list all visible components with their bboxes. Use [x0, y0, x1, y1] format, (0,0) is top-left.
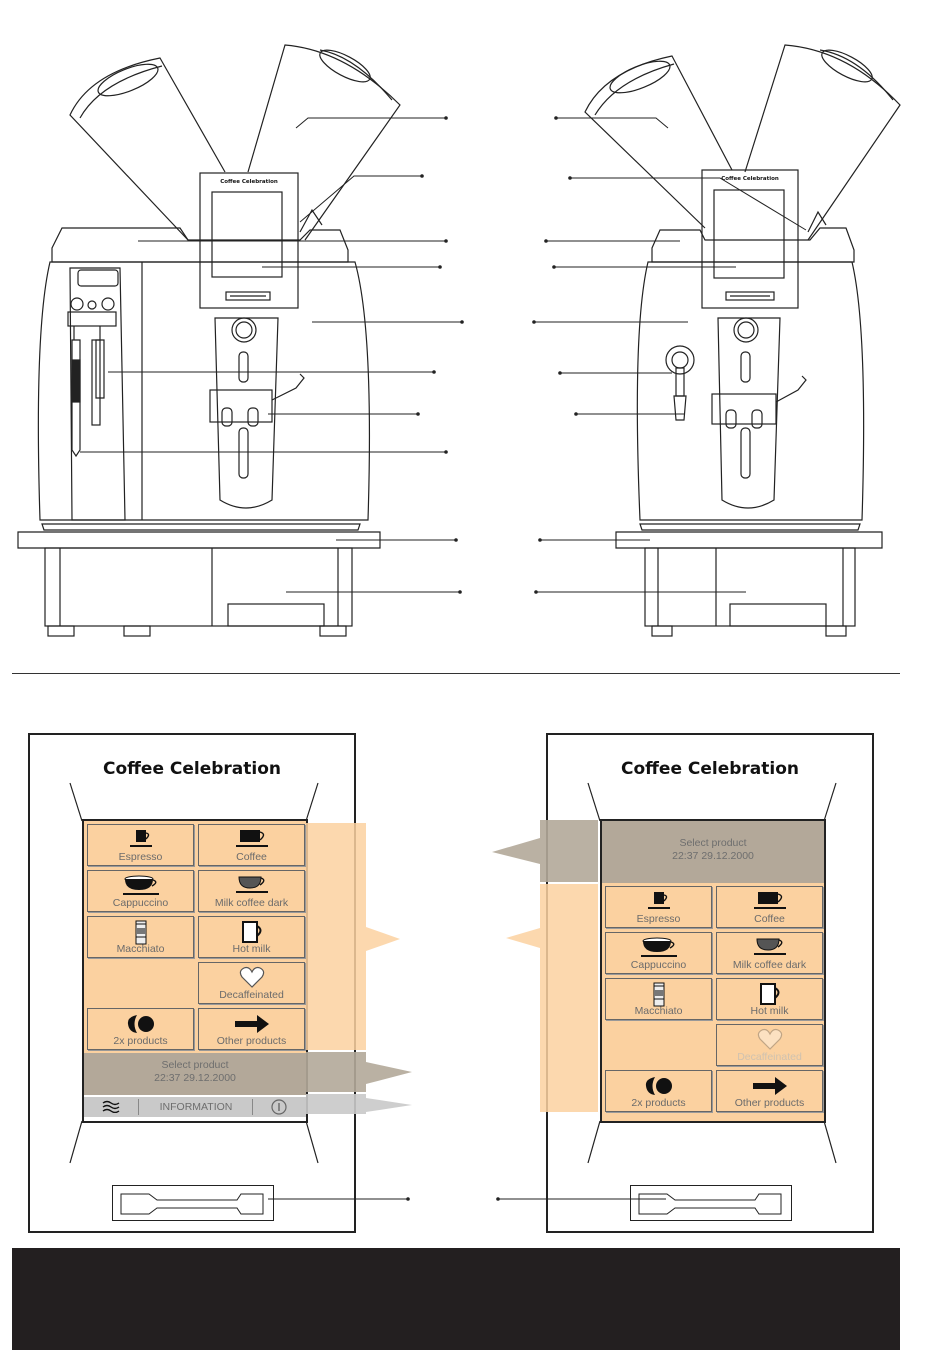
- hot-milk-button[interactable]: Hot milk: [198, 916, 305, 958]
- button-label: Other products: [734, 1097, 805, 1109]
- steam-button[interactable]: [86, 1099, 139, 1115]
- machine-illustrations: [17, 44, 901, 637]
- espresso-cup-icon: [88, 828, 193, 852]
- right-machine-drawing: [584, 44, 901, 637]
- decaffeinated-button[interactable]: Decaffeinated: [716, 1024, 823, 1066]
- heart-icon: [717, 1028, 822, 1052]
- status-message: Select product: [161, 1059, 229, 1071]
- milk-coffee-dark-button[interactable]: Milk coffee dark: [198, 870, 305, 912]
- coffee-button[interactable]: Coffee: [716, 886, 823, 928]
- macchiato-button[interactable]: Macchiato: [87, 916, 194, 958]
- button-label: Milk coffee dark: [732, 959, 807, 971]
- status-datetime: 22:37 29.12.2000: [672, 850, 754, 862]
- macchiato-button[interactable]: Macchiato: [605, 978, 712, 1020]
- button-label: 2x products: [113, 1035, 168, 1047]
- cappuccino-cup-icon: [606, 936, 711, 960]
- double-bean-icon: [606, 1074, 711, 1098]
- info-button[interactable]: [254, 1099, 304, 1115]
- button-label: Hot milk: [750, 1005, 789, 1017]
- left-callout-lines: [80, 117, 462, 593]
- macchiato-glass-icon: [606, 982, 711, 1007]
- card-slot: [630, 1185, 792, 1221]
- button-label: Hot milk: [232, 943, 271, 955]
- decaffeinated-button[interactable]: Decaffeinated: [198, 962, 305, 1004]
- espresso-button[interactable]: Espresso: [605, 886, 712, 928]
- other-products-button[interactable]: Other products: [716, 1070, 823, 1112]
- cappuccino-cup-icon: [88, 874, 193, 898]
- status-datetime: 22:37 29.12.2000: [154, 1072, 236, 1084]
- arrow-right-icon: [199, 1012, 304, 1036]
- section-divider: [12, 673, 900, 674]
- right-machine-display-title: Coffee Celebration: [721, 176, 779, 182]
- coffee-cup-icon: [199, 828, 304, 852]
- milk-coffee-dark-button[interactable]: Milk coffee dark: [716, 932, 823, 974]
- cappuccino-button[interactable]: Cappuccino: [87, 870, 194, 912]
- empty-button-slot: [605, 1024, 712, 1066]
- card-slot: [112, 1185, 274, 1221]
- hot-milk-mug-icon: [199, 920, 304, 944]
- information-button[interactable]: INFORMATION: [140, 1099, 253, 1115]
- 2x-products-button[interactable]: 2x products: [605, 1070, 712, 1112]
- other-products-button[interactable]: Other products: [198, 1008, 305, 1050]
- 2x-products-button[interactable]: 2x products: [87, 1008, 194, 1050]
- information-bar: INFORMATION: [84, 1097, 306, 1117]
- espresso-button[interactable]: Espresso: [87, 824, 194, 866]
- button-label: Cappuccino: [630, 959, 687, 971]
- panel-bezel-lines: [69, 782, 319, 1164]
- footer-bar: [12, 1248, 900, 1350]
- milk-coffee-cup-icon: [199, 874, 304, 898]
- button-label: Coffee: [236, 851, 267, 863]
- info-icon: [270, 1099, 288, 1118]
- button-label: Macchiato: [634, 1005, 683, 1017]
- double-bean-icon: [88, 1012, 193, 1036]
- button-label: Macchiato: [116, 943, 165, 955]
- heart-icon: [199, 966, 304, 990]
- status-message: Select product: [679, 837, 747, 849]
- right-callout-lines: [534, 117, 807, 593]
- button-label: Milk coffee dark: [214, 897, 289, 909]
- panel-bezel-lines: [587, 782, 837, 1164]
- empty-button-slot: [87, 962, 194, 1004]
- panel-title: Coffee Celebration: [620, 759, 800, 779]
- coffee-cup-icon: [717, 890, 822, 914]
- button-label: Coffee: [754, 913, 785, 925]
- button-label: Decaffeinated: [219, 989, 284, 1001]
- button-label: Cappuccino: [112, 897, 169, 909]
- hot-milk-button[interactable]: Hot milk: [716, 978, 823, 1020]
- panel-title: Coffee Celebration: [102, 759, 282, 779]
- espresso-cup-icon: [606, 890, 711, 914]
- cappuccino-button[interactable]: Cappuccino: [605, 932, 712, 974]
- left-machine-drawing: [17, 44, 401, 637]
- button-label: 2x products: [631, 1097, 686, 1109]
- button-label: Other products: [216, 1035, 287, 1047]
- milk-coffee-cup-icon: [717, 936, 822, 960]
- hot-milk-mug-icon: [717, 982, 822, 1006]
- left-machine-display-title: Coffee Celebration: [220, 179, 278, 185]
- arrow-right-icon: [717, 1074, 822, 1098]
- button-label: Espresso: [118, 851, 163, 863]
- information-label: INFORMATION: [159, 1101, 233, 1113]
- card-slot-outline: [120, 1193, 264, 1215]
- button-label: Decaffeinated: [737, 1051, 802, 1063]
- coffee-button[interactable]: Coffee: [198, 824, 305, 866]
- button-label: Espresso: [636, 913, 681, 925]
- macchiato-glass-icon: [88, 920, 193, 945]
- card-slot-outline: [638, 1193, 782, 1215]
- steam-icon: [101, 1100, 123, 1116]
